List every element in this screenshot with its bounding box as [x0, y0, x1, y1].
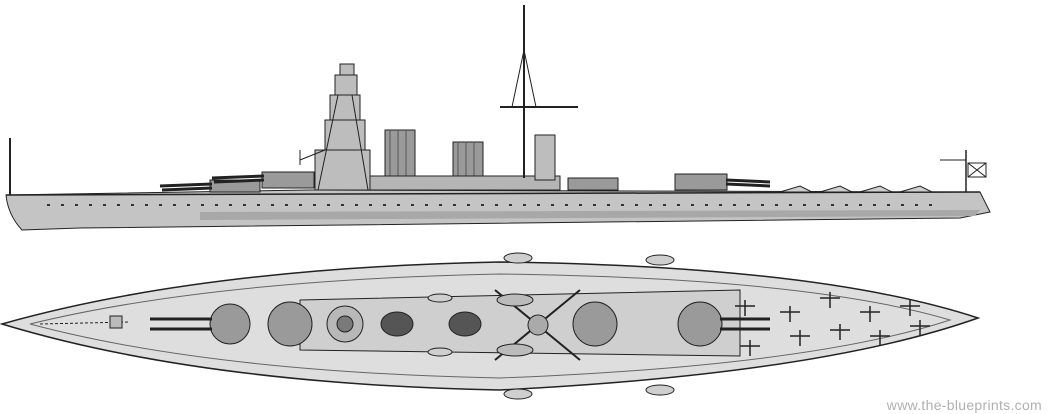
funnel-aft-plan [448, 311, 482, 337]
turret-b-side [211, 171, 315, 189]
boat-crane-plan [494, 289, 581, 361]
turret-q-side [567, 177, 619, 191]
side-profile-view [5, 5, 991, 231]
top-plan-view [0, 252, 981, 400]
turret-a-plan [150, 303, 251, 345]
midship-superstructure [369, 175, 561, 191]
hull-waterline [200, 210, 980, 220]
porthole-row [600, 198, 940, 208]
stern-ensign-flag [940, 150, 987, 192]
ship-boats-plan [427, 252, 675, 400]
turret-b-plan [267, 301, 313, 347]
deck-edge-plan [29, 273, 952, 379]
turret-q-plan [572, 301, 618, 347]
turret-x-side [674, 173, 771, 191]
watermark: www.the-blueprints.com [886, 397, 1042, 413]
pagoda-bridge [299, 63, 371, 191]
conning-tower-plan [326, 305, 364, 343]
aircraft-row-side [779, 185, 933, 193]
aircraft-plan [735, 292, 930, 356]
funnel-forward-plan [380, 311, 414, 337]
porthole-row [40, 196, 600, 206]
main-mast [500, 5, 578, 181]
turret-x-plan [677, 301, 770, 347]
anchor-chain-plan [39, 315, 131, 329]
deck-line [5, 191, 981, 196]
